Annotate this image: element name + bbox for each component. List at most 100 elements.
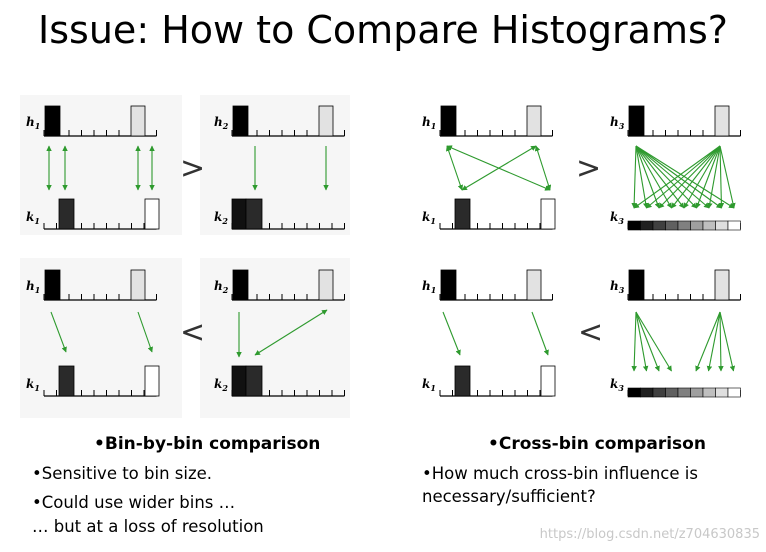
label-subscript: 1	[430, 383, 436, 393]
gradient-swatch	[627, 387, 641, 398]
histogram-bar	[318, 269, 334, 301]
histogram-bar	[232, 105, 249, 137]
label-subscript: 1	[34, 216, 40, 226]
left-bullet-2: •Could use wider bins …	[32, 493, 236, 512]
histogram-bar	[454, 198, 471, 230]
comparison-arrow	[635, 145, 672, 209]
histogram-bar	[440, 105, 457, 137]
right-bullet-1: •How much cross-bin influence is	[422, 464, 698, 483]
label-subscript: 3	[619, 285, 625, 295]
histogram-bar	[130, 105, 146, 137]
comparison-arrow	[695, 145, 721, 209]
label-subscript: 2	[221, 216, 228, 226]
histogram-bar	[130, 269, 146, 301]
comparison-arrow	[706, 311, 721, 372]
comparison-arrow	[658, 145, 721, 209]
histogram-bar	[628, 105, 645, 137]
comparison-arrow	[635, 145, 649, 209]
histogram-bar	[628, 269, 645, 301]
comparison-arrow	[631, 145, 637, 209]
gradient-swatch	[727, 220, 741, 231]
comparison-arrow	[635, 311, 649, 372]
label-subscript: 2	[221, 383, 228, 393]
gradient-histogram	[627, 220, 741, 231]
histogram-bar	[245, 198, 263, 230]
comparison-arrow	[635, 145, 735, 209]
comparison-arrow	[635, 145, 710, 209]
comparison-arrow	[254, 309, 328, 356]
label-subscript: 2	[222, 285, 229, 295]
comparison-arrow	[137, 311, 153, 353]
left-bullet-3: … but at a loss of resolution	[32, 517, 264, 536]
label-subscript: 3	[618, 383, 624, 393]
histogram-bar	[440, 269, 457, 301]
comparison-arrow	[718, 145, 725, 209]
comparison-arrow	[50, 311, 67, 353]
label-subscript: 3	[619, 121, 625, 131]
gradient-histogram	[627, 387, 741, 398]
left-caption: •Bin-by-bin comparison	[94, 434, 321, 454]
histogram-bar	[714, 105, 730, 137]
label-k3: k3	[610, 377, 624, 393]
comparison-arrow	[635, 145, 685, 209]
histogram-bar	[144, 198, 160, 230]
label-subscript: 1	[35, 121, 41, 131]
histogram-bar	[58, 365, 75, 397]
histogram-bar	[58, 198, 75, 230]
gradient-swatch	[677, 220, 691, 231]
label-subscript: 1	[431, 285, 437, 295]
comparison-arrow	[442, 311, 461, 356]
label-subscript: 1	[431, 121, 437, 131]
gradient-swatch	[690, 220, 704, 231]
comparison-arrow	[707, 145, 721, 209]
histogram-bar	[44, 269, 61, 301]
left-bullet-1: •Sensitive to bin size.	[32, 464, 213, 483]
comparison-arrow	[718, 311, 724, 372]
gradient-swatch	[627, 220, 641, 231]
less-than-symbol: <	[180, 315, 205, 350]
label-h3: h3	[610, 115, 625, 131]
right-caption: •Cross-bin comparison	[488, 434, 706, 454]
comparison-arrow	[631, 311, 637, 372]
gradient-swatch	[715, 387, 729, 398]
gradient-swatch	[665, 387, 679, 398]
label-h3: h3	[610, 279, 625, 295]
comparison-arrow	[635, 311, 660, 372]
gradient-swatch	[690, 387, 704, 398]
histogram-bar	[231, 198, 247, 230]
comparison-arrow	[671, 145, 721, 209]
histogram-bar	[231, 365, 247, 397]
gradient-swatch	[640, 387, 654, 398]
comparison-arrow	[534, 145, 552, 191]
gradient-swatch	[702, 387, 716, 398]
comparison-arrow	[695, 311, 721, 372]
gradient-swatch	[640, 220, 654, 231]
label-h1: h1	[422, 115, 436, 131]
gradient-swatch	[715, 220, 729, 231]
comparison-arrow	[635, 145, 660, 209]
comparison-arrow	[633, 145, 721, 209]
histogram-bar	[144, 365, 160, 397]
label-subscript: 2	[222, 121, 229, 131]
label-subscript: 1	[35, 285, 41, 295]
histogram-bar	[526, 105, 542, 137]
watermark: https://blog.csdn.net/z704630835	[539, 527, 760, 542]
comparison-arrow	[646, 145, 721, 209]
histogram-bar	[454, 365, 471, 397]
gradient-swatch	[727, 387, 741, 398]
right-bullet-2: necessary/sufficient?	[422, 487, 596, 506]
label-k1: k1	[422, 377, 436, 393]
comparison-arrow	[445, 145, 464, 191]
histogram-bar	[540, 365, 556, 397]
comparison-arrow	[719, 311, 736, 372]
histogram-bar	[44, 105, 61, 137]
gradient-swatch	[665, 220, 679, 231]
comparison-arrow	[461, 145, 537, 191]
histogram-bar	[540, 198, 556, 230]
gradient-swatch	[702, 220, 716, 231]
histogram-bar	[245, 365, 263, 397]
comparison-arrow	[635, 145, 722, 209]
slide-title: Issue: How to Compare Histograms?	[38, 8, 728, 52]
